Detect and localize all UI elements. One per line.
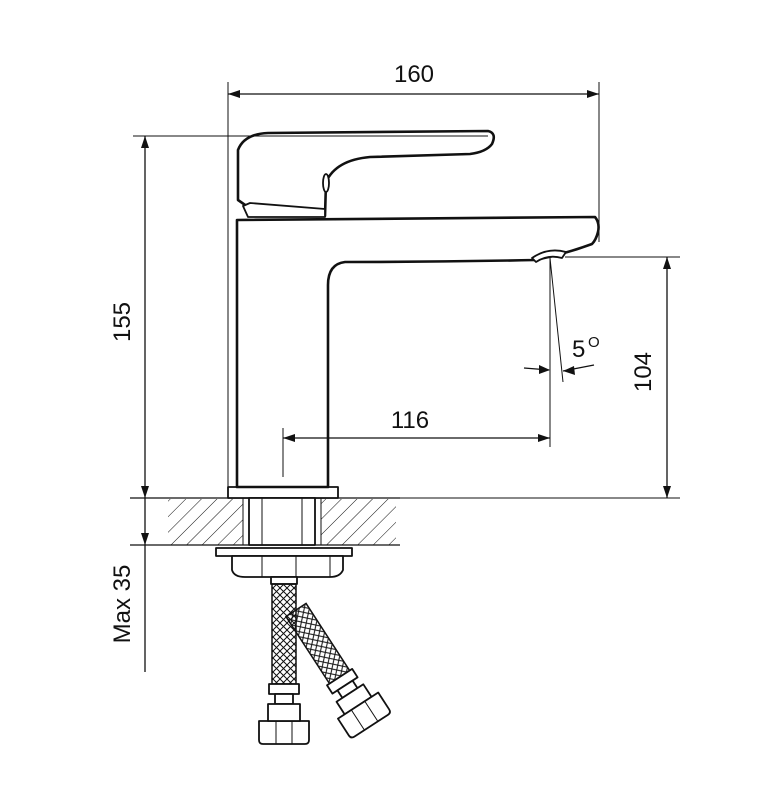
mounting-washer: [215, 547, 353, 557]
dimension-spout-height: 104: [338, 256, 680, 499]
dimension-height: 155: [109, 135, 488, 498]
dimension-label-160: 160: [394, 61, 434, 88]
hose-straight: [271, 583, 297, 685]
dimension-label-116: 116: [391, 407, 429, 434]
dimension-width: 160: [227, 61, 600, 487]
hose-nipple: [270, 576, 298, 585]
dimension-mount-depth: Max 35: [109, 498, 160, 672]
mounting-assembly: [215, 497, 353, 585]
countertop-section: [130, 497, 400, 546]
handle-collar: [242, 202, 326, 218]
dimension-label-angle: 5: [572, 336, 585, 363]
faucet-body: [227, 129, 600, 499]
dimension-reach: 116: [282, 258, 551, 477]
hose-nut-straight: [258, 720, 310, 745]
dimension-label-104: 104: [630, 352, 657, 392]
dimension-angle: 5 O: [523, 257, 600, 383]
lever-handle: [236, 129, 496, 218]
handle-pivot: [322, 173, 330, 193]
dimension-label-max35: Max 35: [109, 565, 136, 644]
degree-symbol: O: [588, 334, 600, 351]
base-flange: [227, 486, 339, 499]
dimension-label-155: 155: [109, 302, 136, 342]
aerator: [531, 249, 567, 263]
mounting-nut: [231, 555, 344, 578]
hose-nut-angled: [337, 691, 391, 739]
mounting-shank: [248, 497, 316, 546]
supply-hoses: [258, 583, 391, 745]
